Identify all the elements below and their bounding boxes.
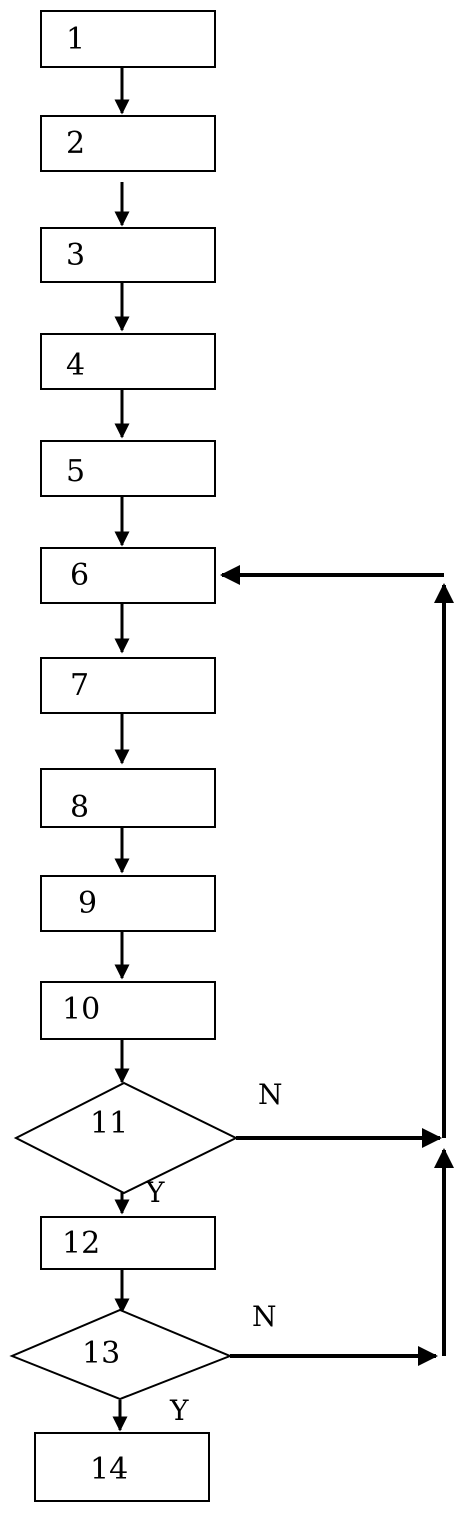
step-box-9: [40, 875, 216, 932]
step-box-7: [40, 657, 216, 714]
step-box-10: [40, 981, 216, 1040]
step-label-14: 14: [90, 1452, 129, 1487]
step-label-1: 1: [66, 22, 86, 57]
step-label-3: 3: [66, 238, 86, 273]
step-label-8: 8: [70, 790, 90, 825]
step-label-4: 4: [66, 348, 86, 383]
step-label-6: 6: [70, 558, 90, 593]
branch-label-13-no: N: [252, 1300, 277, 1333]
step-box-6: [40, 547, 216, 604]
decision-13-shape: [9, 1308, 233, 1401]
branch-label-11-yes: Y: [146, 1176, 165, 1209]
step-label-11: 11: [90, 1106, 129, 1141]
step-box-8: [40, 768, 216, 828]
step-box-3: [40, 227, 216, 283]
step-label-2: 2: [66, 126, 86, 161]
step-box-1: [40, 10, 216, 68]
step-box-14: [34, 1432, 210, 1502]
decision-11-shape: [13, 1081, 239, 1195]
step-box-5: [40, 440, 216, 497]
step-box-2: [40, 115, 216, 172]
step-box-4: [40, 333, 216, 390]
branch-label-13-yes: Y: [170, 1394, 189, 1427]
step-label-10: 10: [62, 992, 101, 1027]
step-label-13: 13: [82, 1336, 121, 1371]
branch-label-11-no: N: [258, 1078, 283, 1111]
step-label-9: 9: [78, 886, 98, 921]
step-box-12: [40, 1216, 216, 1270]
step-label-7: 7: [70, 668, 90, 703]
step-label-12: 12: [62, 1226, 101, 1261]
step-label-5: 5: [66, 454, 86, 489]
